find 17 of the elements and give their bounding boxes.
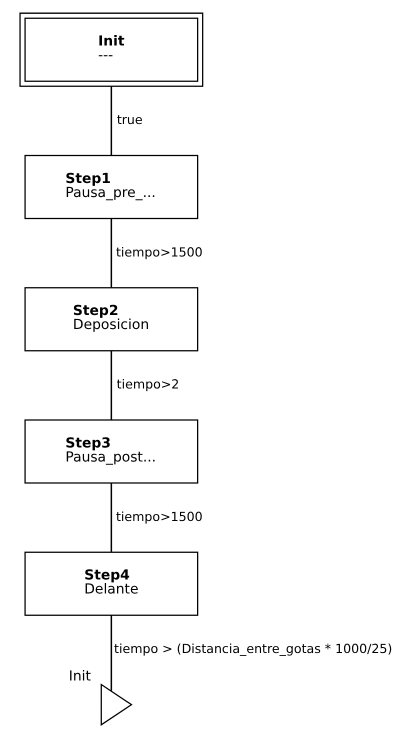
connector: [110, 616, 112, 691]
edge-label: tiempo > (Distancia_entre_gotas * 1000/25): [114, 641, 392, 656]
node-box: Init ---: [19, 12, 204, 87]
node-box: Step4 Delante: [24, 552, 198, 616]
node-triangle: [100, 683, 133, 726]
connector: [110, 86, 112, 156]
connector: [110, 483, 112, 552]
connector: [110, 350, 112, 420]
node-label: Init: [68, 668, 91, 684]
edge-label: true: [116, 112, 143, 128]
node-box: Step3 Pausa_post...: [24, 419, 198, 484]
edge-label: tiempo>1500: [116, 244, 203, 260]
edge-label: tiempo>2: [116, 376, 180, 392]
edge-label: tiempo>1500: [116, 508, 203, 524]
node-box: Step1 Pausa_pre_...: [24, 154, 198, 220]
connector: [110, 218, 112, 288]
node-box: Step2 Deposicion: [24, 287, 198, 352]
